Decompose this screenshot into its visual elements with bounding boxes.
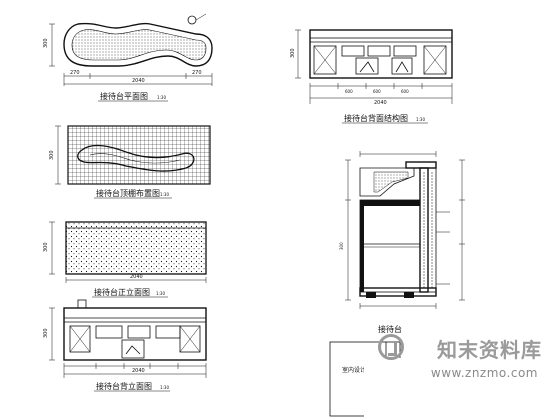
rear-scale: 1:30 xyxy=(416,117,425,122)
back-title: 接待台背立面图 xyxy=(96,381,152,391)
front-dim-total: 2040 xyxy=(130,274,143,280)
plan-dim-left: 270 xyxy=(70,70,80,76)
plan-depth-dim: 300 xyxy=(43,38,49,48)
rear-height-dim: 300 xyxy=(290,48,296,58)
section-height-dim: 300 xyxy=(339,242,344,250)
rear-seg-2: 600 xyxy=(373,89,381,94)
brand-logo-icon xyxy=(378,334,404,360)
plan-dim-right: 270 xyxy=(192,70,202,76)
watermark-brand: 知末资料库 xyxy=(437,338,542,362)
plan-scale: 1:30 xyxy=(157,95,166,100)
front-scale: 1:30 xyxy=(156,291,165,296)
watermark-backdrop xyxy=(364,358,560,420)
rear-seg-3: 600 xyxy=(401,89,409,94)
plan-view: 300 270 270 2040 接待台平面图 1:30 xyxy=(43,13,213,102)
back-height-dim: 300 xyxy=(43,328,49,338)
plan-title: 接待台平面图 xyxy=(100,91,148,101)
plan-dim-total: 2040 xyxy=(132,78,145,84)
rear-dim-total: 2040 xyxy=(374,100,387,106)
ceiling-scale: 1:30 xyxy=(160,192,169,197)
ceiling-view: 300 接待台顶棚布置图 1:30 xyxy=(49,125,211,199)
rear-title: 接待台背面结构图 xyxy=(344,113,408,123)
front-height-dim: 300 xyxy=(43,242,49,252)
ceiling-depth-dim: 300 xyxy=(49,150,55,160)
watermark-url: www.znzmo.com xyxy=(430,366,538,380)
back-dim-total: 2040 xyxy=(132,368,145,374)
plan-counter-outline xyxy=(63,22,213,67)
plan-lamp-icon xyxy=(187,15,197,25)
ceiling-title: 接待台顶棚布置图 xyxy=(96,188,160,198)
section-view: 300 接待台 xyxy=(339,151,465,334)
back-scale: 1:30 xyxy=(160,385,169,390)
back-elevation: 300 2040 接待台背立面图 1:30 xyxy=(43,299,207,392)
rear-seg-1: 600 xyxy=(345,89,353,94)
front-title: 接待台正立面图 xyxy=(94,287,150,297)
front-elevation: 300 2040 接待台正立面图 1:30 xyxy=(43,221,207,298)
section-title: 接待台 xyxy=(378,324,402,334)
title-block-label: 室内设计科 xyxy=(342,366,372,374)
rear-structure-view: 300 600 600 600 2040 接待台背面结构图 1:30 xyxy=(290,29,453,124)
